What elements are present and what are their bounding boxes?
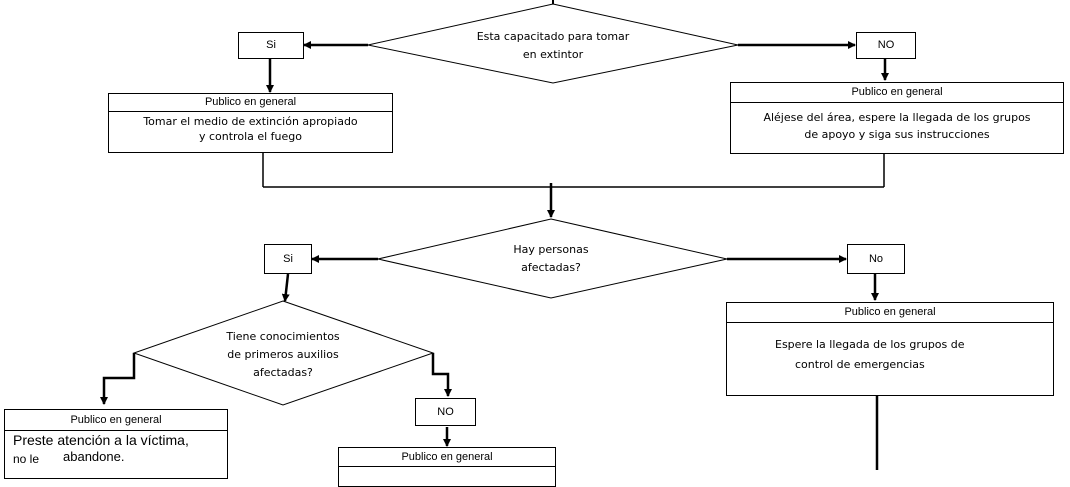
no-3-action-box: Publico en general [338,447,556,487]
decision-3-line-2: de primeros auxilios [227,348,339,361]
no-2-box-line-1: Espere la llegada de los grupos de [775,338,965,351]
yes-3-box-line-2b: abandone. [63,449,125,464]
yes-label-2: Si [264,244,312,274]
decision-1-line-2: en extintor [522,48,584,61]
no-label-1: NO [856,32,916,59]
decision-1-text: Esta capacitado para tomar en extintor [463,28,643,64]
no-label-3: NO [415,398,476,426]
no-2-action-box: Publico en general Espere la llegada de … [726,302,1054,396]
arrow-si2-to-decision-3 [281,273,290,302]
decision-2-line-1: Hay personas [513,243,589,256]
yes-1-box-line-2: y controla el fuego [198,130,303,143]
no-1-box-line-1: Aléjese del área, espere la llegada de l… [763,111,1031,124]
decision-2-line-2: afectadas? [521,261,581,274]
no-1-box-line-2: de apoyo y siga sus instrucciones [804,128,990,141]
decision-3-text: Tiene conocimientos de primeros auxilios… [208,328,358,382]
connector-layer [100,0,889,470]
decision-1-diamond [367,3,739,84]
no-2-box-header: Publico en general [727,303,1053,323]
decision-3-diamond [132,300,435,406]
no-2-box-line-2: control de emergencias [795,358,925,371]
no-1-box-header: Publico en general [731,83,1063,103]
yes-1-action-box: Publico en general Tomar el medio de ext… [108,93,393,153]
yes-label-1: Si [238,32,304,59]
yes-1-box-header: Publico en general [109,94,392,112]
decision-3-line-1: Tiene conocimientos [226,330,340,343]
yes-3-box-header: Publico en general [5,410,227,431]
emergency-flowchart: Esta capacitado para tomar en extintor S… [4,0,1064,487]
arrow-decision3-to-no [431,353,452,397]
yes-3-box-line-1: Preste atención a la víctima, [13,432,189,448]
decision-2-diamond [377,218,728,299]
no-label-2: No [847,244,905,274]
decision-2-text: Hay personas afectadas? [491,241,611,277]
yes-3-box-line-2a: no le [13,452,40,466]
yes-3-action-box: Publico en general Preste atención a la … [4,409,228,479]
yes-1-box-line-1: Tomar el medio de extinción apropiado [143,115,358,128]
no-1-action-box: Publico en general Aléjese del área, esp… [730,82,1064,154]
decision-3-line-3: afectadas? [253,366,313,379]
no-3-box-header: Publico en general [339,448,555,467]
decision-1-line-1: Esta capacitado para tomar [476,30,630,43]
arrow-decision3-to-yes-box [100,353,136,405]
